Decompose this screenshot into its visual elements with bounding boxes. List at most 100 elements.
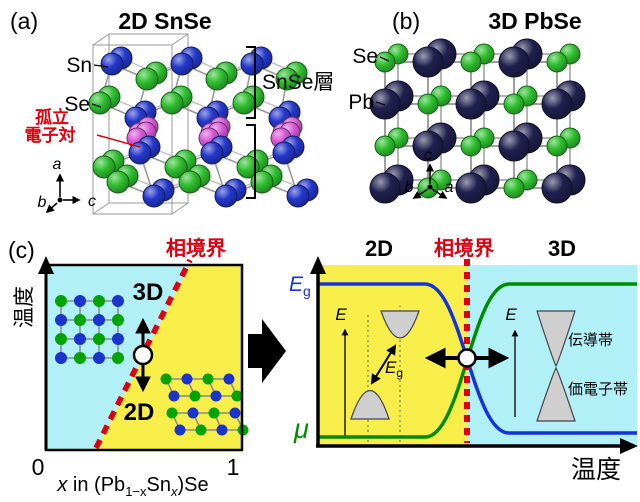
se-pointer-line [379,56,390,62]
b-axis-arrow [412,188,429,199]
a-axis-arrow [431,188,448,199]
sn-atom [142,184,166,208]
se-pointer-line [91,103,102,108]
mu-axis-label: μ [293,414,309,444]
se-atom [417,93,439,115]
sn-pointer-line [93,64,109,68]
panel-b-tag: (b) [392,8,420,34]
snse-layer-label: SnSe層 [262,71,334,94]
conduction-band-label: 伝導帯 [568,332,613,349]
axes-origin-dot [427,184,433,190]
lattice-dot-green [55,295,67,307]
band-gap-label: Eg [385,358,403,380]
unit-cell-edge [92,33,110,46]
lattice-2d-strip2 [166,407,249,436]
x-tick-1: 1 [227,454,240,480]
region-3d-label: 3D [133,279,164,306]
big-right-arrow [248,319,286,383]
unit-cell-edge [171,33,189,46]
pb-atom [498,130,530,162]
lattice-dot-green [93,295,105,307]
lattice-dot-green [166,407,178,419]
region-3d-label: 3D [548,236,576,261]
pb-atom [412,46,444,78]
band-diagram-3d-inset: E 伝導帯 価電子帯 [505,305,628,422]
panel-c: (c) 3D 2D 温度 相境界 0 1 x in (Pb1−xSnx)Se [8,236,638,499]
lone-pair-pointer-line [96,134,141,148]
valence-band-cone [536,366,576,422]
sn-atom [128,141,152,165]
lattice-dot-blue [74,295,86,307]
unit-cell-box [92,33,189,215]
lattice-dot-blue [229,407,241,419]
se-atom [205,67,229,91]
se-label: Se [352,45,378,68]
lattice-dot-blue [112,295,124,307]
band-gap-label-g: g [396,366,403,380]
sn-atom [200,141,224,165]
lattice-dot-blue [223,373,235,385]
valence-band-parabola [350,389,390,420]
x-axis-arrowhead [620,438,638,454]
lattice-dot-green [93,333,105,345]
a-axis-label: a [53,156,62,173]
x-axis-label-x: x [56,474,68,496]
c-axis-label: c [424,147,432,164]
eg-axis-label: Eg [289,273,311,299]
se-atom [546,51,568,73]
band-gap-arrow [370,344,397,385]
lattice-dot-blue [93,314,105,326]
lattice-dot-green [160,373,172,385]
eg-axis-label-e: E [289,273,304,296]
unit-cell-edge [92,202,110,215]
lattice-2d-strip1 [160,373,243,402]
se-atom [374,135,396,157]
pb-atom [369,172,401,204]
lattice-dot-blue [93,352,105,364]
band-diagram-2d-inset: E Eg [335,305,420,447]
lower-layer-bracket [246,124,256,199]
lattice-dot-blue [55,352,67,364]
sn-atom [240,52,264,76]
panel-a: (a) 2D SnSe Sn Se 孤立 電子対 SnSe層 a c b [10,8,334,215]
boundary-point-circle [132,344,154,366]
conduction-band-parabola [380,310,420,339]
panel-b-title: 3D PbSe [488,8,581,34]
se-atom [236,155,260,179]
lattice-dot-blue [168,390,180,402]
c-axis-label: c [88,193,96,210]
x-axis-label-sub2: x [170,484,178,499]
lattice-dot-green [74,352,86,364]
se-label: Se [64,93,90,116]
region-2d-label: 2D [365,236,393,261]
pb-atom [541,172,573,204]
lattice-dot-green [202,373,214,385]
x-axis-label-sn: Sn [147,474,171,496]
lattice-dot-green [189,390,201,402]
b-axis-arrow [45,202,58,214]
lone-pair-label-line1: 孤立 [35,107,69,127]
panel-c-tag: (c) [8,237,35,263]
sn-atom [272,141,296,165]
lattice-dot-green [231,390,243,402]
pb-atom [455,88,487,120]
phase-boundary-label: 相境界 [434,236,494,260]
y-axis-arrowhead [310,256,326,274]
panel-a-tag: (a) [10,8,38,34]
se-atom [92,155,116,179]
pb-atom [541,88,573,120]
se-atom [88,91,112,115]
pb-atom [498,46,530,78]
x-axis-label-in: in (Pb [67,474,125,496]
se-atom [164,155,188,179]
sn-atom [286,184,310,208]
se-atom [546,135,568,157]
pb-atom [369,88,401,120]
upper-layer-bracket [246,46,256,119]
se-atom [460,51,482,73]
snse-crystal-structure [88,46,319,208]
b-axis-label: b [405,179,414,196]
x-axis-label-sub1: 1−x [125,484,147,499]
phase-diagram: 3D 2D 温度 相境界 0 1 x in (Pb1−xSnx)Se [13,236,249,499]
